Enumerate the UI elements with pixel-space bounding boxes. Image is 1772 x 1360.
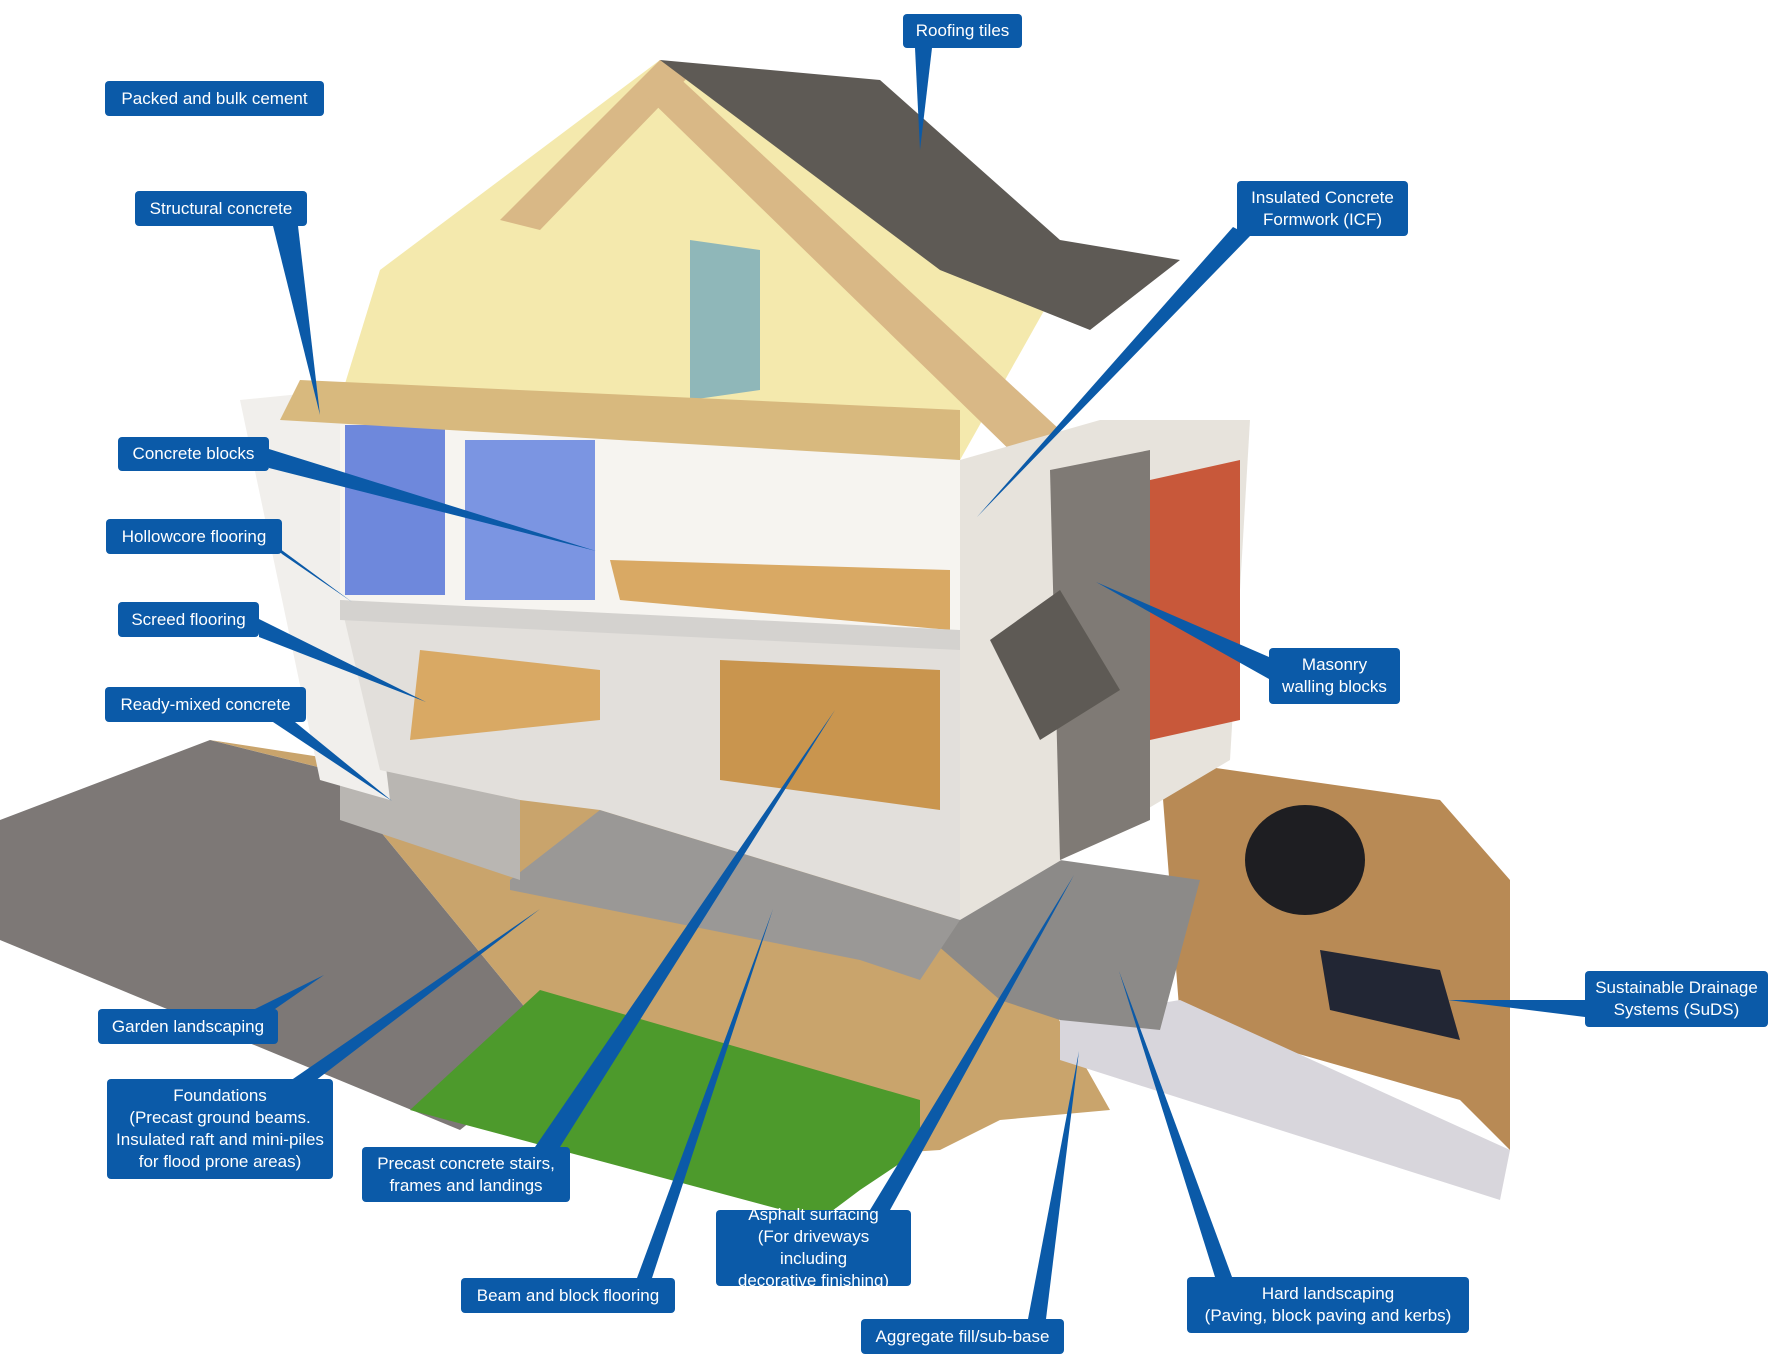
label-line: Formwork (ICF) bbox=[1263, 209, 1382, 229]
timber-floor-1 bbox=[610, 560, 950, 630]
label-title: Asphalt surfacing bbox=[748, 1205, 879, 1224]
stone-masonry bbox=[1050, 450, 1150, 860]
pointer-ready-mixed bbox=[273, 722, 392, 801]
paved-path bbox=[0, 740, 560, 1130]
label-hard-landscaping: Hard landscaping (Paving, block paving an… bbox=[1187, 1277, 1469, 1333]
label-title: Garden landscaping bbox=[111, 1016, 265, 1036]
label-structural-concrete: Structural concrete bbox=[135, 191, 307, 226]
label-asphalt: Asphalt surfacing (For driveways includin… bbox=[716, 1205, 911, 1290]
pointer-hard-landscaping bbox=[1119, 971, 1232, 1277]
pointer-precast-stairs bbox=[535, 710, 835, 1147]
attic-floor bbox=[280, 380, 960, 460]
label-masonry: Masonry walling blocks bbox=[1269, 648, 1400, 704]
label-title: Packed and bulk cement bbox=[121, 88, 308, 108]
bay-roof bbox=[990, 590, 1120, 740]
pointer-icf bbox=[977, 227, 1250, 517]
label-line: (Paving, block paving and kerbs) bbox=[1204, 1306, 1452, 1325]
label-foundations: Foundations (Precast ground beams. Insulat… bbox=[107, 1079, 333, 1179]
bathroom-wall bbox=[690, 240, 760, 400]
pointer-foundations bbox=[290, 909, 540, 1081]
label-line: decorative finishing) bbox=[737, 1271, 890, 1290]
label-title: Foundations bbox=[173, 1086, 267, 1105]
roof-timber-left bbox=[500, 60, 690, 230]
pointer-beam-block bbox=[637, 909, 773, 1278]
beam-block-slab bbox=[510, 810, 960, 980]
label-title: Sustainable Drainage bbox=[1595, 978, 1758, 997]
label-title: Hollowcore flooring bbox=[121, 526, 267, 546]
gravel-bed bbox=[1060, 1000, 1510, 1200]
label-line: (Precast ground beams. bbox=[129, 1108, 311, 1127]
blue-room-1 bbox=[345, 425, 445, 595]
label-screed: Screed flooring bbox=[118, 602, 259, 637]
timber-floor-0 bbox=[410, 650, 600, 740]
label-roofing-tiles: Roofing tiles bbox=[903, 14, 1022, 48]
label-garden: Garden landscaping bbox=[98, 1009, 278, 1044]
label-precast-stairs: Precast concrete stairs,frames and landi… bbox=[362, 1147, 570, 1202]
label-title: Roofing tiles bbox=[915, 21, 1010, 40]
pointer-suds bbox=[1448, 1000, 1585, 1017]
label-title: Hard landscaping bbox=[1261, 1284, 1395, 1303]
drainage-tank bbox=[1245, 805, 1365, 915]
stair-hall bbox=[720, 660, 940, 810]
suds-crate bbox=[1320, 950, 1460, 1040]
label-line: (For driveways including bbox=[757, 1227, 870, 1268]
pointer-masonry bbox=[1096, 582, 1269, 679]
label-title: Insulated Concrete bbox=[1251, 187, 1394, 207]
hollowcore-slab bbox=[340, 600, 960, 650]
label-title: Masonry bbox=[1301, 655, 1368, 674]
lawn bbox=[410, 990, 920, 1220]
pointer-structural-concrete bbox=[273, 226, 320, 415]
label-packed-cement: Packed and bulk cement bbox=[105, 81, 324, 116]
label-line: frames and landings bbox=[389, 1175, 543, 1195]
roof-timber-right bbox=[640, 60, 1060, 460]
pointer-screed bbox=[259, 619, 426, 702]
roof-tiles bbox=[660, 60, 1180, 330]
label-line: walling blocks bbox=[1282, 677, 1387, 696]
pointer-lines bbox=[255, 48, 1585, 1319]
driveway bbox=[920, 860, 1200, 1030]
brick-bay bbox=[1150, 460, 1240, 740]
label-title: Aggregate fill/sub-base bbox=[875, 1326, 1050, 1346]
pointer-hollowcore bbox=[268, 540, 352, 602]
label-line: for flood prone areas) bbox=[138, 1152, 302, 1171]
pointer-asphalt bbox=[870, 875, 1074, 1210]
label-title: Structural concrete bbox=[149, 198, 293, 218]
label-hollowcore: Hollowcore flooring bbox=[106, 519, 282, 554]
label-aggregate: Aggregate fill/sub-base bbox=[861, 1319, 1064, 1354]
label-title: Beam and block flooring bbox=[476, 1285, 660, 1305]
label-line: Systems (SuDS) bbox=[1613, 1000, 1740, 1019]
pointer-aggregate bbox=[1028, 1051, 1079, 1319]
label-title: Concrete blocks bbox=[132, 444, 255, 463]
label-title: Ready-mixed concrete bbox=[120, 694, 291, 714]
label-line: Insulated raft and mini-piles bbox=[116, 1130, 324, 1149]
label-title: Screed flooring bbox=[131, 609, 246, 629]
pointer-concrete-blocks bbox=[269, 449, 596, 551]
label-concrete-blocks: Concrete blocks bbox=[118, 437, 269, 471]
pointer-roofing-tiles bbox=[915, 48, 932, 150]
label-title: Precast concrete stairs, bbox=[377, 1153, 555, 1173]
pointer-garden bbox=[255, 975, 324, 1009]
label-ready-mixed: Ready-mixed concrete bbox=[105, 687, 306, 722]
label-beam-block: Beam and block flooring bbox=[461, 1278, 675, 1313]
